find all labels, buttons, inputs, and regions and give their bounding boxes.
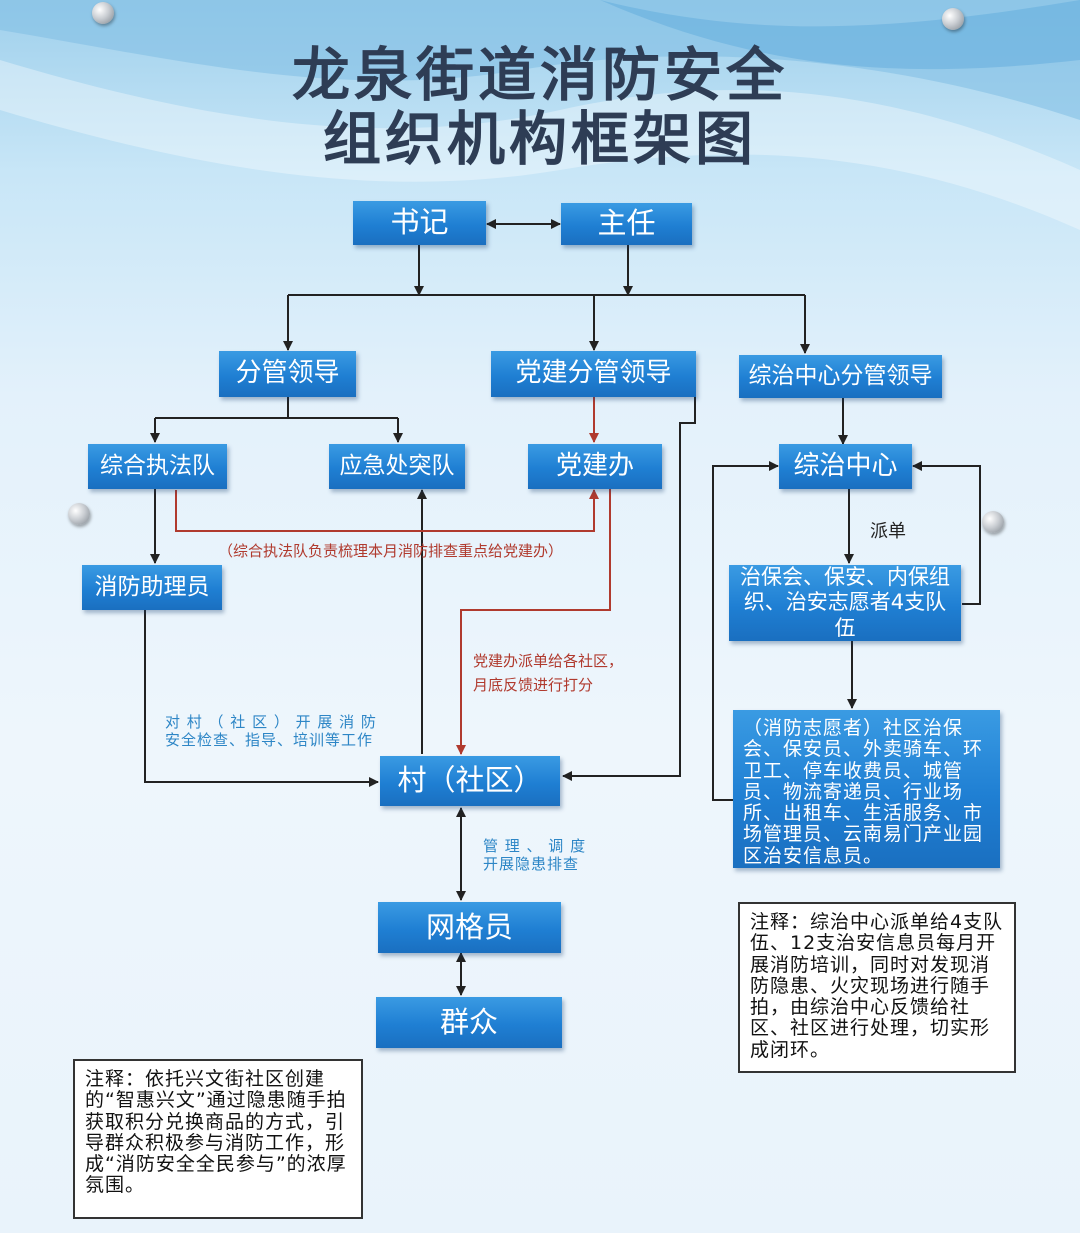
node-shuji: 书记 (353, 201, 486, 245)
pin-top-left (92, 2, 114, 24)
label-paidan: 派单 (870, 521, 906, 542)
pin-top-right (942, 8, 964, 30)
note-right: 注释：综治中心派单给4支队伍、12支治安信息员每月开展消防培训，同时对发现消防隐… (738, 902, 1016, 1073)
label-dangjian-dispatch-line2: 月底反馈进行打分 (473, 676, 594, 694)
node-masses: 群众 (376, 997, 562, 1048)
pin-mid-left (68, 503, 90, 525)
node-four-teams: 治保会、保安、内保组织、治安志愿者4支队伍 (729, 565, 961, 641)
node-volunteers: （消防志愿者）社区治保会、保安员、外卖骑车、环卫工、停车收费员、城管员、物流寄递… (733, 710, 1000, 868)
node-zhuren: 主任 (561, 203, 692, 245)
label-grid-mgmt-line2: 开展隐患排查 (483, 855, 580, 873)
node-xiaofang-zhuliyuan: 消防助理员 (82, 565, 222, 610)
node-grid-worker: 网格员 (378, 902, 561, 953)
label-zhifa-to-dangjian: （综合执法队负责梳理本月消防排查重点给党建办） (218, 542, 564, 560)
node-zongzhi-center: 综治中心 (779, 444, 912, 489)
node-dangjian-fenguan-lingdao: 党建分管领导 (491, 351, 696, 397)
pin-mid-right (982, 511, 1004, 533)
label-grid-mgmt-line1: 管 理 、 调 度 (483, 837, 587, 855)
page-title-line2: 组织机构框架图 (322, 105, 757, 173)
node-village-community: 村（社区） (380, 756, 560, 806)
node-zongzhi-fenguan-lingdao: 综治中心分管领导 (739, 355, 942, 398)
node-yingji-chutu-dui: 应急处突队 (329, 444, 465, 489)
node-fenguan-lingdao: 分管领导 (219, 351, 356, 397)
node-dangjianban: 党建办 (528, 444, 662, 489)
node-zonghe-zhifa-dui: 综合执法队 (88, 444, 227, 489)
page-title-line1: 龙泉街道消防安全 (291, 41, 788, 109)
note-left: 注释：依托兴文街社区创建的“智惠兴文”通过隐患随手拍获取积分兑换商品的方式，引导… (73, 1059, 363, 1219)
label-village-work-line1: 对 村 （ 社 区 ） 开 展 消 防 (165, 713, 377, 731)
header-wave-decoration (0, 0, 1080, 230)
label-village-work-line2: 安全检查、指导、培训等工作 (165, 731, 374, 749)
label-dangjian-dispatch-line1: 党建办派单给各社区， (473, 652, 624, 670)
